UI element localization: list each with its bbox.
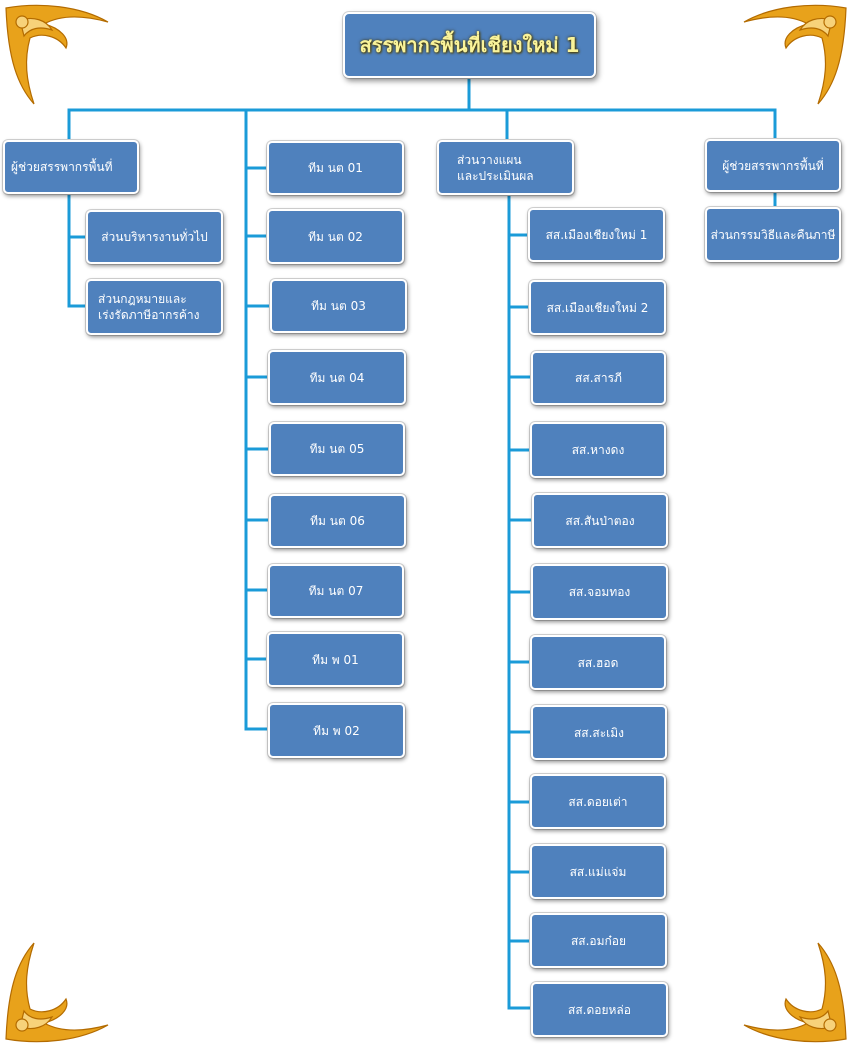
node-label: ทีม นต 06 <box>310 514 365 528</box>
branch-node: สส.ดอยเต่า <box>530 774 666 829</box>
node-label: ส่วนกฎหมายและ เร่งรัดภาษีอากรค้าง <box>98 292 200 322</box>
branch-node: สส.ดอยหล่อ <box>531 982 668 1037</box>
node-label: สส.อมก๋อย <box>570 933 627 948</box>
branch-node: สส.สะเมิง <box>531 705 667 760</box>
node-label: ทีม นต 01 <box>308 161 363 175</box>
node-label: ผู้ช่วยสรรพากรพื้นที่ <box>722 158 824 173</box>
branch-node: สส.สันป่าตอง <box>532 493 668 548</box>
team-node: ทีม นต 06 <box>269 494 406 548</box>
branch-node: สส.หางดง <box>530 422 666 478</box>
node-label: สส.เมืองเชียงใหม่ 2 <box>546 300 649 315</box>
branch-node: สส.อมก๋อย <box>530 913 667 968</box>
node-label: สส.ดอยเต่า <box>568 794 628 809</box>
node-label: ผู้ช่วยสรรพากรพื้นที่ <box>11 160 113 174</box>
branch-node: สส.สารภี <box>531 351 666 405</box>
legal-node: ส่วนกฎหมายและ เร่งรัดภาษีอากรค้าง <box>86 279 223 335</box>
node-label: ทีม พ 02 <box>313 723 360 738</box>
branch-node: สส.จอมทอง <box>531 564 668 620</box>
node-label: ทีม นต 07 <box>308 584 364 598</box>
corner-ornament-top-right <box>743 4 847 105</box>
node-label: สส.เมืองเชียงใหม่ 1 <box>545 228 648 242</box>
branch-node: สส.แม่แจ่ม <box>530 844 666 899</box>
node-label: ส่วนวางแผน และประเมินผล <box>457 152 534 183</box>
node-label: สส.ดอยหล่อ <box>568 1002 631 1017</box>
team-node: ทีม นต 01 <box>267 141 404 195</box>
node-label: สส.สารภี <box>575 371 622 385</box>
node-label: สส.จอมทอง <box>568 585 631 599</box>
team-node: ทีม นต 07 <box>268 564 404 618</box>
node-label: สส.แม่แจ่ม <box>569 864 627 879</box>
page-title: สรรพากรพื้นที่เชียงใหม่ 1 <box>359 33 580 57</box>
node-label: สส.สันป่าตอง <box>565 513 635 528</box>
node-label: สส.ฮอด <box>577 655 619 670</box>
branch-node: สส.เมืองเชียงใหม่ 1 <box>528 208 665 262</box>
node-label: ทีม นต 04 <box>309 370 365 385</box>
node-label: ทีม พ 01 <box>312 652 359 667</box>
node-label: ส่วนกรรมวิธีและคืนภาษี <box>710 227 836 242</box>
root-node: สรรพากรพื้นที่เชียงใหม่ 1 <box>343 12 596 78</box>
corner-ornament-bottom-right <box>743 942 847 1043</box>
assistant-right-node: ผู้ช่วยสรรพากรพื้นที่ <box>705 139 841 192</box>
node-label: สส.หางดง <box>571 443 625 457</box>
team-node: ทีม นต 04 <box>268 350 406 405</box>
node-label: ทีม นต 05 <box>309 442 365 456</box>
corner-ornament-bottom-left <box>5 942 109 1043</box>
corner-ornament-top-left <box>5 4 109 105</box>
general-admin-node: ส่วนบริหารงานทั่วไป <box>86 210 223 264</box>
team-node: ทีม พ 01 <box>267 632 404 687</box>
node-label: ส่วนบริหารงานทั่วไป <box>101 230 208 244</box>
team-node: ทีม นต 03 <box>270 279 407 333</box>
team-node: ทีม นต 02 <box>267 209 404 264</box>
node-label: สส.สะเมิง <box>573 725 625 740</box>
team-node: ทีม พ 02 <box>268 703 405 758</box>
node-label: ทีม นต 03 <box>311 299 366 313</box>
node-label: ทีม นต 02 <box>308 229 363 244</box>
branch-node: สส.ฮอด <box>530 635 666 690</box>
tax-refund-node: ส่วนกรรมวิธีและคืนภาษี <box>705 207 841 262</box>
assistant-left-node: ผู้ช่วยสรรพากรพื้นที่ <box>3 140 139 194</box>
planning-node: ส่วนวางแผน และประเมินผล <box>437 140 574 195</box>
team-node: ทีม นต 05 <box>269 422 405 476</box>
branch-node: สส.เมืองเชียงใหม่ 2 <box>529 280 666 335</box>
